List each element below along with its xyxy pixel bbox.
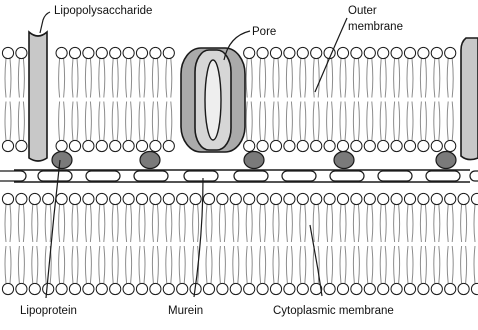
label-lipopolysaccharide: Lipopolysaccharide xyxy=(54,5,152,17)
label-cytoplasmic-membrane: Cytoplasmic membrane xyxy=(273,305,394,317)
label-murein: Murein xyxy=(168,305,203,317)
label-lipoprotein: Lipoprotein xyxy=(20,305,77,317)
pore-protein xyxy=(181,48,245,152)
lipopolysaccharide-right xyxy=(461,38,478,160)
label-pore: Pore xyxy=(252,26,276,38)
lipopolysaccharide-left xyxy=(29,32,47,161)
